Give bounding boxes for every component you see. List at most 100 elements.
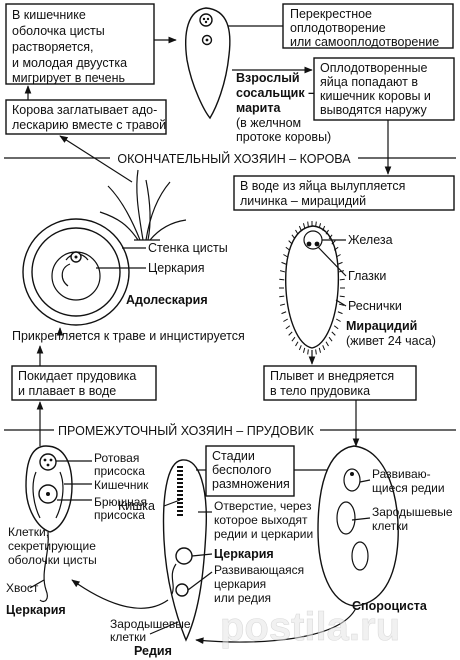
- cilium: [339, 278, 345, 281]
- cilium: [337, 311, 343, 315]
- cyst-dissolves-box: [5, 3, 155, 85]
- intermediate-host-header: ПРОМЕЖУТОЧНЫЙ ХОЗЯИН – ПРУДОВИК: [58, 423, 315, 438]
- cercaria-tail: [39, 531, 49, 603]
- cilium: [322, 345, 326, 351]
- developing-redia-3: [351, 541, 369, 571]
- cilium: [279, 270, 286, 273]
- cilium: [298, 225, 302, 231]
- cilium: [338, 303, 345, 306]
- marita-note: (в желчном протоке коровы): [236, 116, 331, 144]
- cilium: [315, 349, 317, 355]
- cilium: [298, 345, 302, 351]
- germ-cells-sporo-label: Зародышевые клетки: [372, 505, 456, 533]
- fertilized-eggs-box: [313, 57, 455, 121]
- gland-label: Железа: [348, 233, 393, 247]
- attaches-grass-text: Прикрепляется к траве и инцистируется: [12, 329, 245, 343]
- cilium: [322, 225, 326, 231]
- miracidium-hatch-box: [233, 175, 455, 211]
- cilium: [279, 295, 285, 298]
- leaves-snail-text: Покидает прудовика и плавает в воде: [18, 369, 140, 398]
- miracidium-body: [285, 225, 340, 349]
- cilium: [288, 331, 293, 336]
- adolescaria-title: Адолескария: [126, 293, 208, 307]
- eye-spot-left: [306, 241, 312, 247]
- sporocyst-body: [317, 445, 399, 607]
- cilium: [331, 331, 336, 336]
- cyst-wall-label: Стенка цисты: [148, 241, 228, 255]
- developing-redia-1: [343, 468, 361, 492]
- cilium: [288, 240, 293, 245]
- redia-inner-cercaria: [175, 547, 193, 565]
- gut-label: Кишка: [118, 499, 155, 513]
- cilium: [279, 278, 285, 281]
- arrow-redia-to-cercaria: [71, 579, 169, 609]
- cilium: [335, 318, 341, 322]
- cilium: [315, 221, 317, 227]
- cilium: [279, 303, 286, 306]
- cow-swallows-text: Корова заглатывает адо- лескарию вместе …: [12, 103, 166, 132]
- cilium: [291, 336, 296, 342]
- asexual-stages-box: [205, 445, 295, 497]
- marita-oral-sucker: [199, 13, 213, 27]
- cilium: [318, 223, 322, 229]
- developing-label: Развивающаяся церкария или редия: [214, 563, 308, 605]
- cilium: [328, 234, 333, 240]
- miracidium-title: Мирацидий: [346, 319, 417, 333]
- cilium: [285, 246, 291, 251]
- miracidium-note: (живет 24 часа): [346, 334, 436, 348]
- eyes-label: Глазки: [348, 269, 386, 283]
- swims-into-snail-box: [263, 365, 417, 401]
- cilium: [318, 347, 322, 353]
- sporocyst-title: Спороциста: [352, 599, 428, 613]
- cilium: [337, 261, 343, 265]
- arrow-grass-to-cow: [59, 135, 133, 183]
- germ-cells-redia-label: Зародышевые клетки: [110, 617, 194, 644]
- final-host-header: ОКОНЧАТЕЛЬНЫЙ ХОЗЯИН – КОРОВА: [117, 151, 351, 166]
- cow-swallows-box: [5, 99, 167, 135]
- cilium: [333, 246, 339, 251]
- opening-label: Отверстие, через которое выходят редии и…: [214, 499, 315, 541]
- cilium: [291, 234, 296, 240]
- tail-label: Хвост: [6, 581, 39, 595]
- cilium: [307, 221, 309, 227]
- cross-fertilization-text: Перекрестное оплодотворение или самоопло…: [290, 7, 439, 49]
- intestine-label: Кишечник: [94, 478, 149, 492]
- cercaria-title: Церкария: [6, 603, 66, 617]
- cilium: [335, 254, 341, 258]
- redia-title: Редия: [134, 644, 172, 658]
- swims-into-snail-text: Плывет и внедряется в тело прудовика: [270, 369, 398, 398]
- miracidium-cilia: [279, 221, 345, 355]
- cilium: [333, 325, 339, 330]
- ventral-sucker-label: Брюшная присоска: [94, 495, 150, 522]
- cilium: [295, 341, 299, 347]
- cercaria-in-cyst-label: Церкария: [148, 261, 205, 275]
- fertilized-eggs-text: Оплодотворенные яйца попадают в кишечник…: [320, 61, 434, 117]
- cilium: [302, 223, 306, 229]
- cilium: [339, 295, 345, 298]
- developing-rediae-label: Развиваю- щиеся редии: [372, 467, 445, 495]
- grass-illustration: [99, 169, 187, 241]
- cilium: [325, 229, 329, 235]
- cilium: [285, 325, 291, 330]
- developing-redia-2: [336, 501, 356, 535]
- cilium: [283, 254, 289, 258]
- cyst-dissolves-text: В кишечнике оболочка цисты растворяется,…: [12, 8, 131, 85]
- arrow-sporocyst-to-redia: [195, 607, 357, 645]
- marita-body: [185, 7, 231, 120]
- watermark: postila.ru: [220, 605, 400, 649]
- cilium: [325, 341, 329, 347]
- cilium: [281, 311, 287, 315]
- asexual-stages-text: Стадии бесполого размножения: [212, 449, 290, 491]
- cercaria-oral-sucker: [39, 453, 57, 471]
- cross-fertilization-box: [282, 3, 454, 49]
- oral-sucker-label: Ротовая присоска: [94, 451, 145, 478]
- eye-spot-right: [314, 241, 320, 247]
- cyst-cells-label: Клетки, секретирующие оболочки цисты: [8, 525, 99, 567]
- cercaria-inner-label: Церкария: [214, 547, 274, 561]
- marita-title: Взрослый сосальщик – марита: [236, 71, 319, 115]
- leaves-snail-box: [11, 365, 157, 401]
- cilia-label: Реснички: [348, 299, 402, 313]
- cilium: [328, 336, 333, 342]
- cilium: [295, 229, 299, 235]
